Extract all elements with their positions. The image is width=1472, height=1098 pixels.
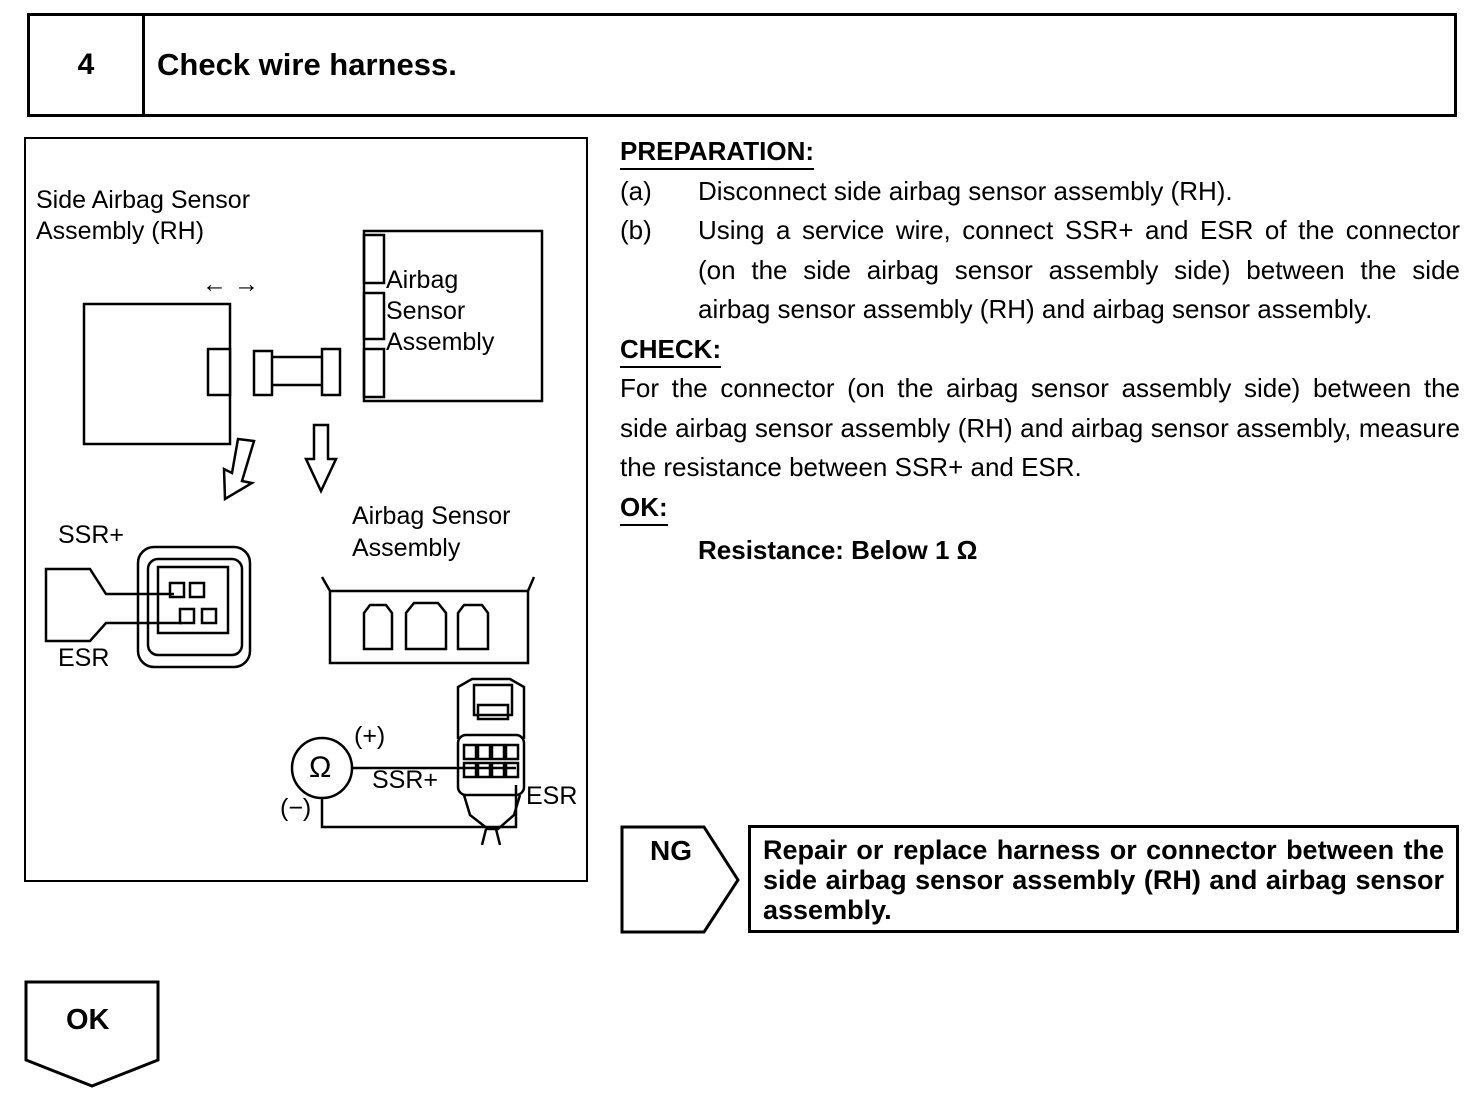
airbag-box-label-3: Assembly — [386, 328, 495, 356]
side-sensor-label-1: Side Airbag Sensor — [36, 186, 251, 214]
check-text: For the connector (on the airbag sensor … — [620, 373, 1460, 482]
item-text: Disconnect side airbag sensor assembly (… — [698, 175, 1233, 206]
ssr-plus-left-label: SSR+ — [58, 521, 125, 549]
harness-plug-right — [320, 347, 342, 397]
step-header: 4 Check wire harness. — [27, 13, 1457, 117]
step-title: Check wire harness. — [157, 47, 457, 82]
side-sensor-connector — [206, 347, 232, 397]
esr-right-label: ESR — [526, 782, 578, 810]
item-label: (b) — [620, 215, 652, 245]
wiring-diagram: Side Airbag Sensor Assembly (RH) ← → Air… — [24, 137, 588, 882]
esr-left-label: ESR — [58, 644, 110, 672]
ng-arrow-shape — [620, 825, 740, 934]
ohm-symbol: Ω — [309, 751, 332, 784]
arrows-glyph: ← → — [202, 270, 259, 298]
procedure-text: PREPARATION: (a) Disconnect side airbag … — [620, 132, 1460, 571]
ng-action-box: Repair or replace harness or connector b… — [748, 825, 1459, 933]
list-item: (b) Using a service wire, connect SSR+ a… — [620, 211, 1460, 330]
item-text: Using a service wire, connect SSR+ and E… — [698, 215, 1460, 324]
preparation-heading: PREPARATION: — [620, 135, 815, 170]
harness-plug-left — [252, 349, 274, 397]
airbag-box-label-2: Sensor — [386, 297, 466, 325]
ng-flow-arrow: NG — [620, 825, 742, 940]
ng-label: NG — [650, 835, 692, 866]
airbag-box-label-1: Airbag — [386, 266, 459, 294]
list-item: (a) Disconnect side airbag sensor assemb… — [620, 172, 1460, 212]
resistance-spec: Resistance: Below 1 Ω — [698, 535, 978, 565]
minus-probe-label: (−) — [280, 794, 312, 822]
ok-heading: OK: — [620, 491, 668, 526]
airbag-sensor-label-1: Airbag Sensor — [352, 502, 511, 530]
side-sensor-label-2: Assembly (RH) — [36, 217, 205, 245]
ssr-plus-right-label: SSR+ — [372, 766, 439, 794]
airbag-sensor-label-2: Assembly — [352, 534, 461, 562]
ok-label: OK — [66, 1004, 110, 1036]
step-number: 4 — [30, 16, 145, 114]
item-label: (a) — [620, 175, 652, 206]
check-heading: CHECK: — [620, 333, 722, 368]
plus-probe-label: (+) — [354, 722, 386, 750]
diagram-drawing — [44, 229, 544, 846]
ok-arrow-shape — [24, 980, 160, 1088]
ok-flow-arrow: OK — [24, 980, 164, 1095]
